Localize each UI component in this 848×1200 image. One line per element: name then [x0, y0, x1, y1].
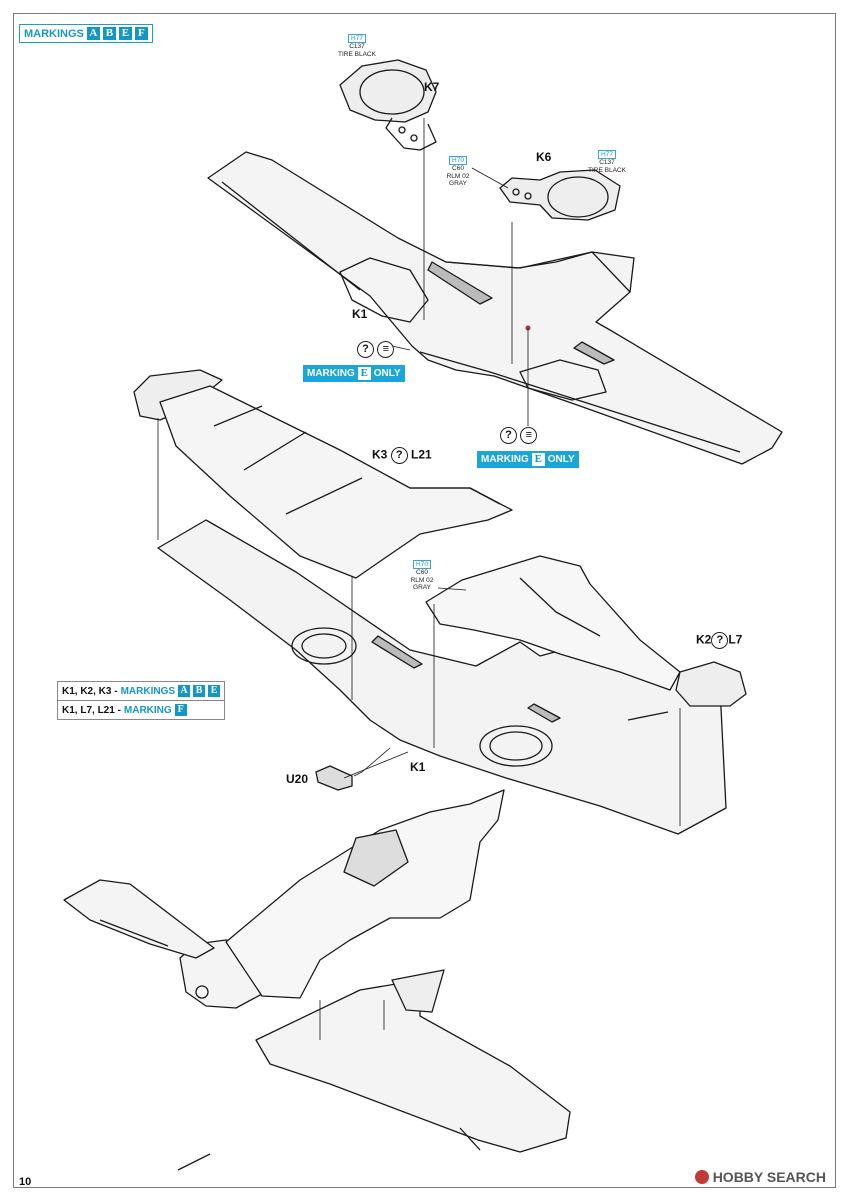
paint-name: TIRE BLACK	[588, 166, 626, 174]
question-icon: ?	[711, 632, 729, 649]
marking-legend: K1, K2, K3 - MARKINGS A B E K1, L7, L21 …	[57, 681, 226, 720]
paint-code-2: C137	[349, 43, 365, 50]
aircraft-drawing	[63, 789, 571, 1171]
paint-code-2: C60	[416, 569, 428, 576]
optional-part-icons-right: ? ≡	[500, 427, 538, 444]
paint-name: TIRE BLACK	[338, 50, 376, 58]
marking-word: MARKING	[481, 454, 529, 465]
legend-parts: K1, K2, K3 -	[62, 685, 118, 697]
middle-wing-assembly-drawing	[157, 519, 747, 835]
label-l7: L7	[728, 632, 743, 647]
watermark-logo-icon	[694, 1170, 709, 1184]
paint-name: RLM 02	[410, 576, 434, 584]
marking-letter-e: E	[208, 685, 221, 697]
paint-code: H77	[348, 34, 366, 43]
question-icon: ?	[500, 427, 517, 444]
page-frame	[13, 13, 836, 1188]
paint-callout-bay: H70 C60 RLM 02 GRAY	[440, 156, 476, 188]
paint-callout-wing: H70 C60 RLM 02 GRAY	[404, 560, 440, 592]
lower-wing-k1-drawing	[207, 151, 783, 465]
marking-letter-f: F	[174, 704, 187, 716]
assembly-guide-lines	[157, 118, 681, 1040]
markings-header-label: MARKINGS	[24, 27, 84, 40]
optional-part-icons-left: ? ≡	[357, 341, 395, 358]
question-icon: ?	[390, 447, 408, 464]
paint-code: H70	[413, 560, 431, 569]
legend-row-f: K1, L7, L21 - MARKING F	[58, 700, 225, 719]
marking-e-only-left: MARKING E ONLY	[303, 365, 405, 382]
label-k7: K7	[424, 80, 440, 94]
paint-callout-k7: H77 C137 TIRE BLACK	[337, 34, 377, 58]
legend-word: MARKINGS	[120, 685, 176, 697]
label-k2: K2	[696, 632, 712, 647]
paint-callout-k6: H77 C137 TIRE BLACK	[585, 150, 629, 174]
legend-row-abe: K1, K2, K3 - MARKINGS A B E	[58, 682, 224, 700]
part-k6-drawing	[499, 169, 621, 221]
watermark: HOBBY SEARCH	[694, 1169, 826, 1185]
label-k3-l21: K3 ? L21	[372, 447, 432, 464]
label-k3: K3	[372, 447, 388, 462]
label-k6: K6	[536, 150, 552, 164]
paint-code: H77	[598, 150, 616, 159]
paint-code-2: C137	[599, 159, 615, 166]
only-word: ONLY	[373, 368, 401, 379]
page-number: 10	[19, 1176, 32, 1188]
watermark-text: HOBBY SEARCH	[712, 1169, 826, 1185]
paint-code-2: C60	[452, 165, 464, 172]
only-word: ONLY	[547, 454, 575, 465]
marking-letter-a: A	[86, 27, 100, 40]
paint-name-2: GRAY	[413, 584, 431, 591]
marking-letter-a: A	[178, 685, 191, 697]
label-k2-l7: K2?L7	[696, 632, 742, 649]
paint-name-2: GRAY	[449, 180, 467, 187]
label-u20: U20	[286, 772, 309, 786]
marking-e-only-right: MARKING E ONLY	[477, 451, 579, 468]
part-u20-drawing	[315, 765, 353, 791]
legend-word: MARKING	[123, 704, 172, 716]
marking-word: MARKING	[307, 368, 355, 379]
label-k1-top: K1	[352, 307, 368, 321]
markings-header: MARKINGS A B E F	[19, 24, 153, 43]
question-icon: ?	[357, 341, 374, 358]
spring-icon: ≡	[377, 341, 395, 358]
label-k1-bottom: K1	[410, 760, 426, 774]
spring-icon: ≡	[520, 427, 538, 444]
marking-letter-b: B	[193, 685, 206, 697]
legend-parts: K1, L7, L21 -	[62, 704, 121, 716]
paint-code: H70	[449, 156, 467, 165]
marking-letter-f: F	[134, 27, 148, 40]
paint-name: RLM 02	[446, 172, 470, 180]
marking-letter-e: E	[118, 27, 132, 40]
part-k7-drawing	[339, 59, 437, 151]
label-l21: L21	[411, 447, 432, 462]
marking-letter-e: E	[531, 453, 545, 466]
upper-wing-left-drawing	[133, 369, 513, 579]
marking-letter-b: B	[102, 27, 116, 40]
marking-letter-e: E	[357, 367, 371, 380]
